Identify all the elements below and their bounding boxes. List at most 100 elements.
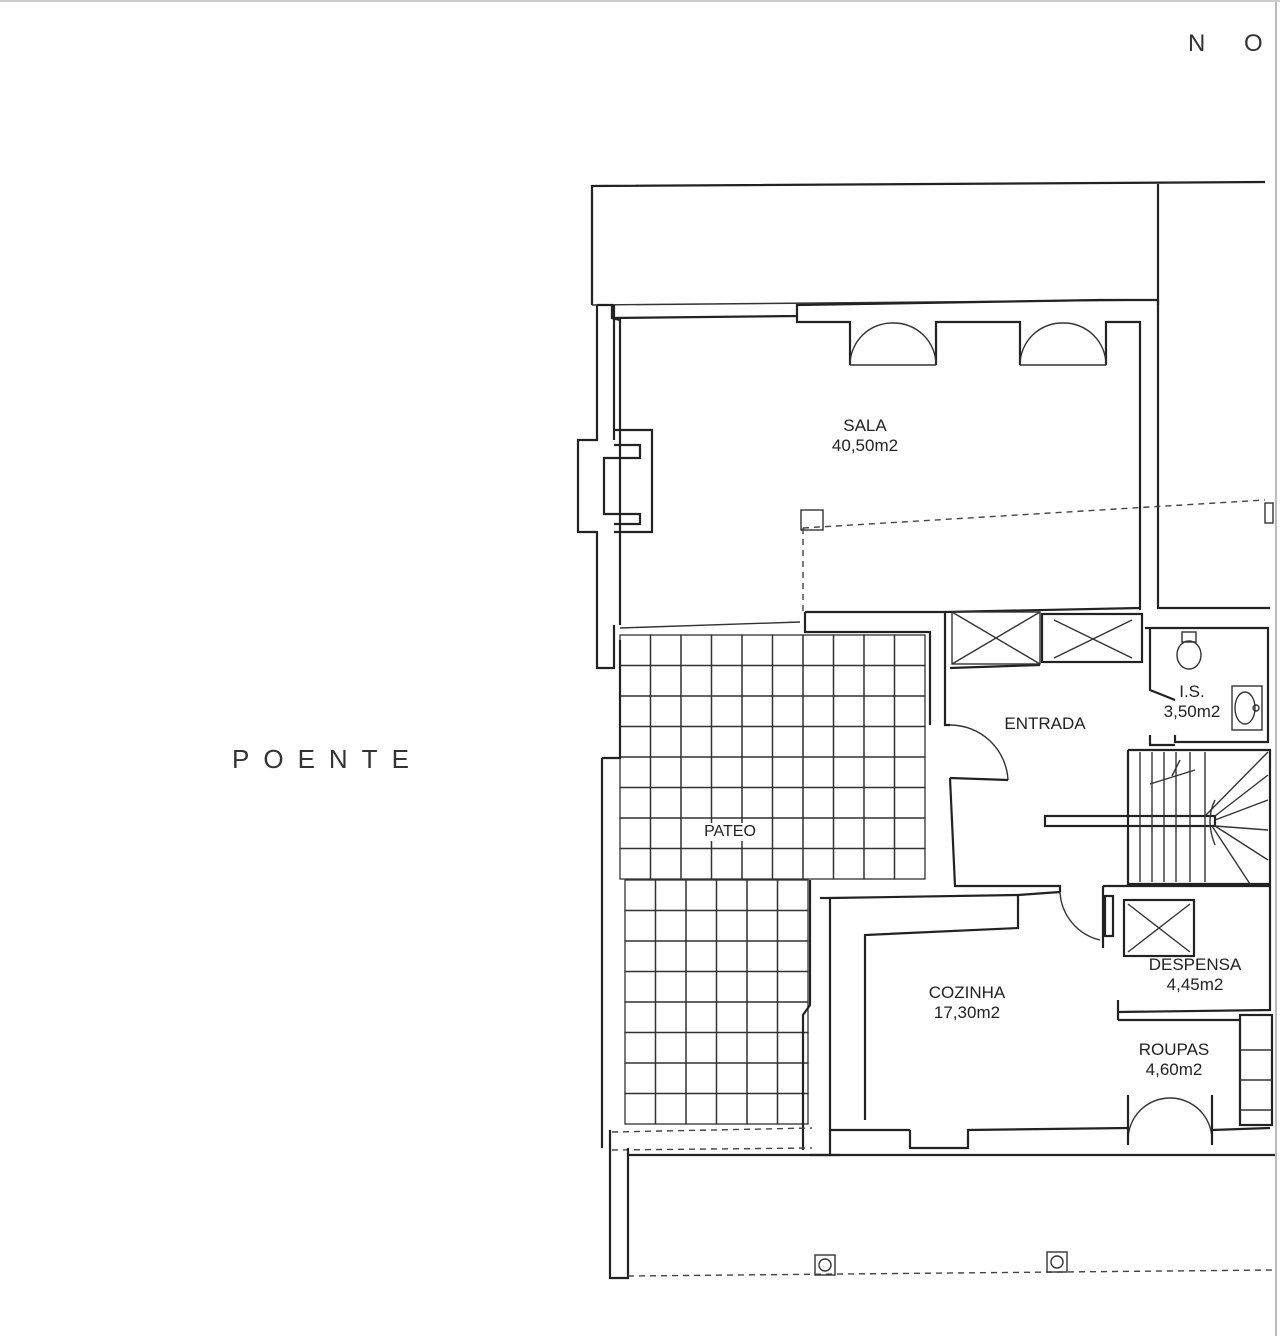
pateo-tile bbox=[771, 695, 804, 728]
bottom-terrace bbox=[608, 1130, 1276, 1280]
pateo-tile bbox=[715, 879, 748, 912]
roupas-label: ROUPAS 4,60m2 bbox=[1124, 1040, 1224, 1080]
pateo-tile bbox=[685, 879, 718, 912]
pateo-tile bbox=[685, 940, 718, 973]
pateo-tile bbox=[619, 664, 652, 697]
pateo-tile bbox=[624, 1001, 657, 1034]
pateo-tile bbox=[771, 786, 804, 819]
pateo-tile bbox=[776, 940, 809, 973]
pateo-tile bbox=[654, 940, 687, 973]
pateo-tile bbox=[863, 664, 896, 697]
pateo-tiles bbox=[619, 634, 926, 1125]
sala-name: SALA bbox=[843, 416, 887, 435]
pateo-tile bbox=[832, 786, 865, 819]
pateo-tile bbox=[863, 695, 896, 728]
pateo-tile bbox=[624, 909, 657, 942]
pateo-tile bbox=[680, 725, 713, 758]
orientation-west-label: POENTE bbox=[232, 744, 423, 774]
is-label: I.S. 3,50m2 bbox=[1150, 682, 1234, 722]
pateo-tile bbox=[746, 909, 779, 942]
entrada-label: ENTRADA bbox=[995, 714, 1095, 734]
pateo-tile bbox=[893, 756, 926, 789]
pateo-tile bbox=[624, 1092, 657, 1125]
pateo-tile bbox=[715, 1031, 748, 1064]
pateo-tile bbox=[624, 1031, 657, 1064]
sala-doors bbox=[849, 322, 1107, 366]
pateo-tile bbox=[746, 879, 779, 912]
pateo-tile bbox=[654, 1001, 687, 1034]
middle-walls bbox=[803, 606, 1217, 892]
bathroom bbox=[1145, 626, 1270, 747]
pateo-tile bbox=[654, 1092, 687, 1125]
cozinha-label: COZINHA 17,30m2 bbox=[915, 983, 1019, 1023]
pateo-tile bbox=[619, 634, 652, 667]
pateo-tile bbox=[863, 756, 896, 789]
pateo-tile bbox=[776, 909, 809, 942]
pateo-tile bbox=[710, 847, 743, 880]
pateo-tile bbox=[746, 970, 779, 1003]
pateo-tile bbox=[649, 817, 682, 850]
pateo-tile bbox=[832, 725, 865, 758]
pateo-tile bbox=[893, 786, 926, 819]
pateo-tile bbox=[680, 847, 713, 880]
pateo-tile bbox=[832, 817, 865, 850]
pateo-tile bbox=[893, 634, 926, 667]
pateo-tile bbox=[649, 756, 682, 789]
pateo-tile bbox=[624, 879, 657, 912]
pateo-tile bbox=[863, 786, 896, 819]
pateo-tile bbox=[685, 1092, 718, 1125]
pateo-tile bbox=[863, 817, 896, 850]
pateo-tile bbox=[832, 695, 865, 728]
pateo-tile bbox=[710, 695, 743, 728]
pateo-tile bbox=[654, 879, 687, 912]
cozinha-area: 17,30m2 bbox=[933, 1003, 1001, 1022]
pateo-tile bbox=[680, 634, 713, 667]
pateo-tile bbox=[619, 847, 652, 880]
pateo-tile bbox=[649, 634, 682, 667]
pateo-name: PATEO bbox=[704, 823, 756, 840]
pateo-tile bbox=[685, 1031, 718, 1064]
staircase bbox=[1126, 748, 1272, 886]
pateo-tile bbox=[802, 817, 835, 850]
top-terrace bbox=[590, 180, 1266, 306]
pateo-tile bbox=[863, 847, 896, 880]
is-area: 3,50m2 bbox=[1163, 702, 1221, 721]
pateo-tile bbox=[746, 1092, 779, 1125]
pateo-tile bbox=[710, 664, 743, 697]
pateo-tile bbox=[649, 725, 682, 758]
pateo-tile bbox=[776, 879, 809, 912]
roupas-area: 4,60m2 bbox=[1145, 1060, 1203, 1079]
pateo-tile bbox=[715, 909, 748, 942]
roupas-name: ROUPAS bbox=[1138, 1040, 1210, 1059]
pateo-tile bbox=[619, 725, 652, 758]
pateo-tile bbox=[746, 1001, 779, 1034]
pateo-tile bbox=[715, 1001, 748, 1034]
pateo-tile bbox=[776, 970, 809, 1003]
pateo-tile bbox=[771, 847, 804, 880]
pateo-tile bbox=[863, 634, 896, 667]
pateo-tile bbox=[893, 695, 926, 728]
pateo-tile bbox=[746, 1062, 779, 1095]
pateo-tile bbox=[741, 725, 774, 758]
pateo-tile bbox=[624, 970, 657, 1003]
pateo-tile bbox=[685, 970, 718, 1003]
pateo-tile bbox=[802, 786, 835, 819]
pateo-tile bbox=[685, 1001, 718, 1034]
pateo-tile bbox=[624, 940, 657, 973]
pateo-tile bbox=[710, 725, 743, 758]
pateo-tile bbox=[619, 756, 652, 789]
pateo-tile bbox=[715, 970, 748, 1003]
pateo-tile bbox=[832, 756, 865, 789]
pateo-tile bbox=[685, 909, 718, 942]
pateo-tile bbox=[741, 664, 774, 697]
pateo-tile bbox=[680, 664, 713, 697]
pateo-tile bbox=[649, 664, 682, 697]
pateo-tile bbox=[654, 970, 687, 1003]
pateo-tile bbox=[771, 725, 804, 758]
despensa-name: DESPENSA bbox=[1148, 955, 1242, 974]
despensa-label: DESPENSA 4,45m2 bbox=[1140, 955, 1250, 995]
sala-label: SALA 40,50m2 bbox=[815, 416, 915, 456]
pateo-tile bbox=[893, 664, 926, 697]
